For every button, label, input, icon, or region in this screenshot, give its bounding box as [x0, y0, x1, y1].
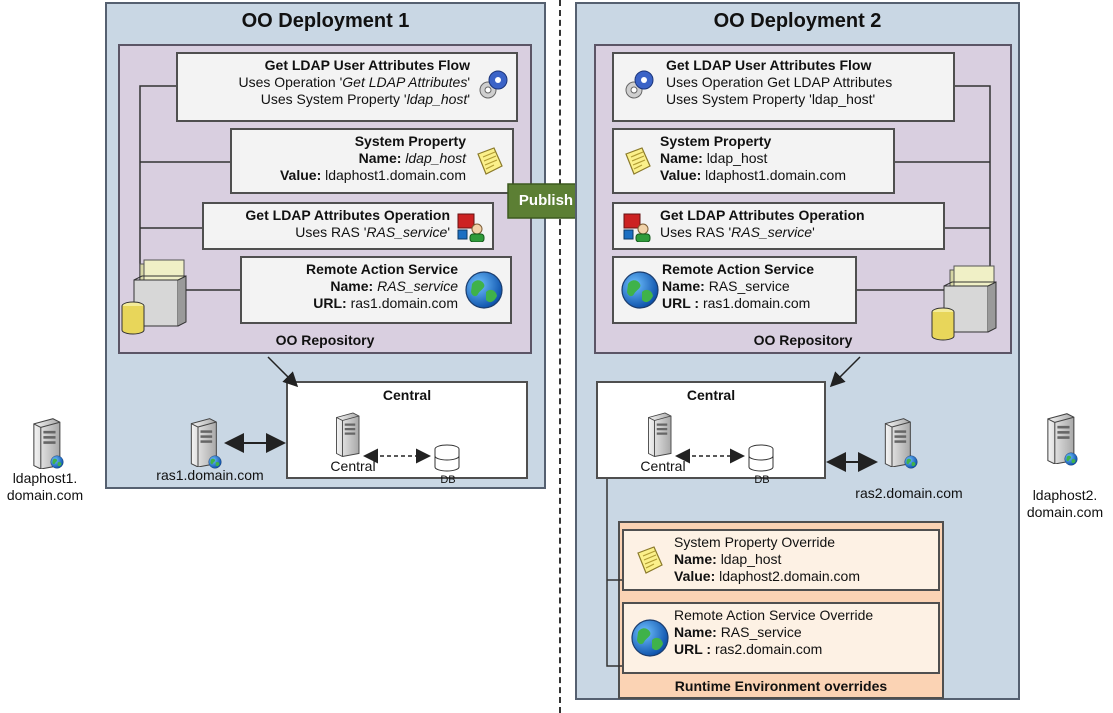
d1-flow-card[interactable]: Get LDAP User Attributes Flow Uses Opera…	[176, 52, 518, 122]
ldaphost2-label: ldaphost2.domain.com	[1026, 487, 1104, 520]
d2-ras-url: URL : ras1.domain.com	[662, 295, 811, 311]
ovr-ras-title: Remote Action Service Override	[674, 607, 874, 623]
d2-sysprop-card[interactable]: System Property Name: ldap_host Value: l…	[612, 128, 895, 194]
ldaphost1-label: ldaphost1.domain.com	[6, 470, 84, 503]
d2-flow-card[interactable]: Get LDAP User Attributes Flow Uses Opera…	[612, 52, 955, 122]
d2-sysprop-title: System Property	[660, 133, 772, 149]
d2-operation-line: Uses RAS 'RAS_service'	[660, 224, 815, 240]
d1-db-label: DB	[440, 474, 456, 486]
ovr-sysprop-card[interactable]: System Property Override Name: ldap_host…	[622, 529, 940, 591]
d2-ras-name: Name: RAS_service	[662, 278, 790, 294]
d1-repo-label: OO Repository	[275, 332, 375, 348]
d2-operation-card[interactable]: Get LDAP Attributes Operation Uses RAS '…	[612, 202, 945, 250]
ovr-sysprop-value: Value: ldaphost2.domain.com	[674, 568, 861, 584]
ldaphost1-globe-icon	[50, 455, 64, 469]
d2-ras-title: Remote Action Service	[662, 261, 814, 277]
ovr-label: Runtime Environment overrides	[674, 678, 888, 694]
d1-flow-line1: Uses Operation 'Get LDAP Attributes'	[238, 74, 470, 90]
d1-operation-line: Uses RAS 'RAS_service'	[295, 224, 450, 240]
ovr-ras-url: URL : ras2.domain.com	[674, 641, 823, 657]
deployment-1-title: OO Deployment 1	[241, 10, 410, 32]
d1-ras-name: Name: RAS_service	[330, 278, 458, 294]
d2-sysprop-name: Name: ldap_host	[660, 150, 768, 166]
ovr-sysprop-title: System Property Override	[674, 534, 836, 550]
d1-sysprop-title: System Property	[354, 133, 466, 149]
d1-flow-line2: Uses System Property 'ldap_host'	[260, 91, 470, 107]
ldaphost2-globe-icon	[1064, 452, 1078, 466]
center-divider	[559, 0, 561, 713]
d2-ras-card[interactable]: Remote Action Service Name: RAS_service …	[612, 256, 857, 324]
d2-central-label: Central	[640, 458, 686, 474]
deployment-2-title: OO Deployment 2	[713, 10, 882, 32]
d2-repo-label: OO Repository	[753, 332, 853, 348]
d2-flow-line2: Uses System Property 'ldap_host'	[666, 91, 876, 107]
d2-operation-title: Get LDAP Attributes Operation	[660, 207, 865, 223]
d1-central-title: Central	[382, 387, 432, 403]
d2-flow-line1: Uses Operation Get LDAP Attributes	[666, 74, 893, 90]
d2-db-label: DB	[754, 474, 770, 486]
publish-label: Publish	[518, 192, 574, 209]
d2-central-title: Central	[686, 387, 736, 403]
d1-sysprop-name: Name: ldap_host	[358, 150, 466, 166]
d1-operation-title: Get LDAP Attributes Operation	[245, 207, 450, 223]
d2-flow-title: Get LDAP User Attributes Flow	[666, 57, 872, 73]
d1-sysprop-card[interactable]: System Property Name: ldap_host Value: l…	[230, 128, 514, 194]
d1-ras-url: URL: ras1.domain.com	[313, 295, 458, 311]
d1-ras-title: Remote Action Service	[306, 261, 458, 277]
ovr-sysprop-name: Name: ldap_host	[674, 551, 782, 567]
d1-ras-card[interactable]: Remote Action Service Name: RAS_service …	[240, 256, 512, 324]
ovr-ras-card[interactable]: Remote Action Service Override Name: RAS…	[622, 602, 940, 674]
ovr-ras-name: Name: RAS_service	[674, 624, 802, 640]
d1-sysprop-value: Value: ldaphost1.domain.com	[279, 167, 466, 183]
d2-sysprop-value: Value: ldaphost1.domain.com	[660, 167, 847, 183]
d1-ras-server-label: ras1.domain.com	[156, 467, 264, 483]
d1-operation-card[interactable]: Get LDAP Attributes Operation Uses RAS '…	[202, 202, 494, 250]
d2-ras-server-label: ras2.domain.com	[855, 485, 963, 501]
d1-flow-title: Get LDAP User Attributes Flow	[264, 57, 470, 73]
